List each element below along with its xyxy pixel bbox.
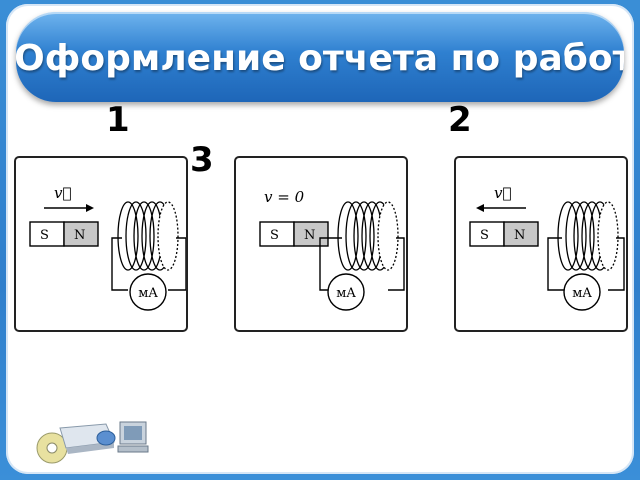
coil-loop xyxy=(125,201,147,271)
milliammeter-icon xyxy=(129,273,167,311)
coil-loop xyxy=(337,201,359,271)
velocity-arrow-right-icon xyxy=(44,204,94,212)
computer-disk-logo-icon xyxy=(36,421,149,464)
milliammeter-label: мA xyxy=(138,286,158,301)
coil-icon xyxy=(337,201,399,271)
coil-loop xyxy=(345,201,367,271)
circuit-wire xyxy=(547,237,625,291)
experiment-panel-2: v = 0 S N мA xyxy=(234,156,408,332)
coil-loop xyxy=(157,201,179,271)
milliammeter-label: мA xyxy=(336,286,356,301)
magnet-north-pole xyxy=(503,221,539,247)
experiment-panel-3: v⃗ S N мA xyxy=(454,156,628,332)
milliammeter-icon xyxy=(563,273,601,311)
experiment-number-2: 2 xyxy=(448,100,472,140)
coil-loop xyxy=(597,201,619,271)
title-bar: Оформление отчета по работе xyxy=(16,12,624,102)
velocity-label: v = 0 xyxy=(264,188,305,206)
coil-loop xyxy=(377,201,399,271)
coil-loop xyxy=(133,201,155,271)
pole-n-label: N xyxy=(304,228,315,243)
coil-loop xyxy=(353,201,375,271)
coil-loop xyxy=(573,201,595,271)
slide: Оформление отчета по работе 1 2 3 v⃗ S N… xyxy=(6,4,634,474)
milliammeter-label: мA xyxy=(572,286,592,301)
magnet-coil-diagram-3: v⃗ S N мA xyxy=(469,184,625,311)
coil-icon xyxy=(557,201,619,271)
coil-loop xyxy=(565,201,587,271)
magnet-north-pole xyxy=(293,221,329,247)
magnet-south-pole xyxy=(259,221,295,247)
circuit-wire xyxy=(111,237,186,291)
coil-loop xyxy=(557,201,579,271)
slide-title: Оформление отчета по работе xyxy=(16,38,624,79)
pole-s-label: S xyxy=(270,228,279,243)
coil-loop xyxy=(117,201,139,271)
experiment-panel-1: v⃗ S N мA xyxy=(14,156,188,332)
magnet-coil-diagram-1: v⃗ S N мA xyxy=(29,184,186,311)
velocity-arrow-left-icon xyxy=(476,204,526,212)
pole-n-label: N xyxy=(74,228,85,243)
experiment-number-1: 1 xyxy=(106,100,130,140)
milliammeter-icon xyxy=(327,273,365,311)
pole-n-label: N xyxy=(514,228,525,243)
velocity-label: v⃗ xyxy=(54,184,71,202)
magnet-north-pole xyxy=(63,221,99,247)
velocity-label: v⃗ xyxy=(494,184,511,202)
pole-s-label: S xyxy=(40,228,49,243)
pole-s-label: S xyxy=(480,228,489,243)
experiment-number-3: 3 xyxy=(190,140,214,180)
coil-icon xyxy=(117,201,179,271)
magnet-coil-diagram-2: v = 0 S N мA xyxy=(259,188,405,311)
